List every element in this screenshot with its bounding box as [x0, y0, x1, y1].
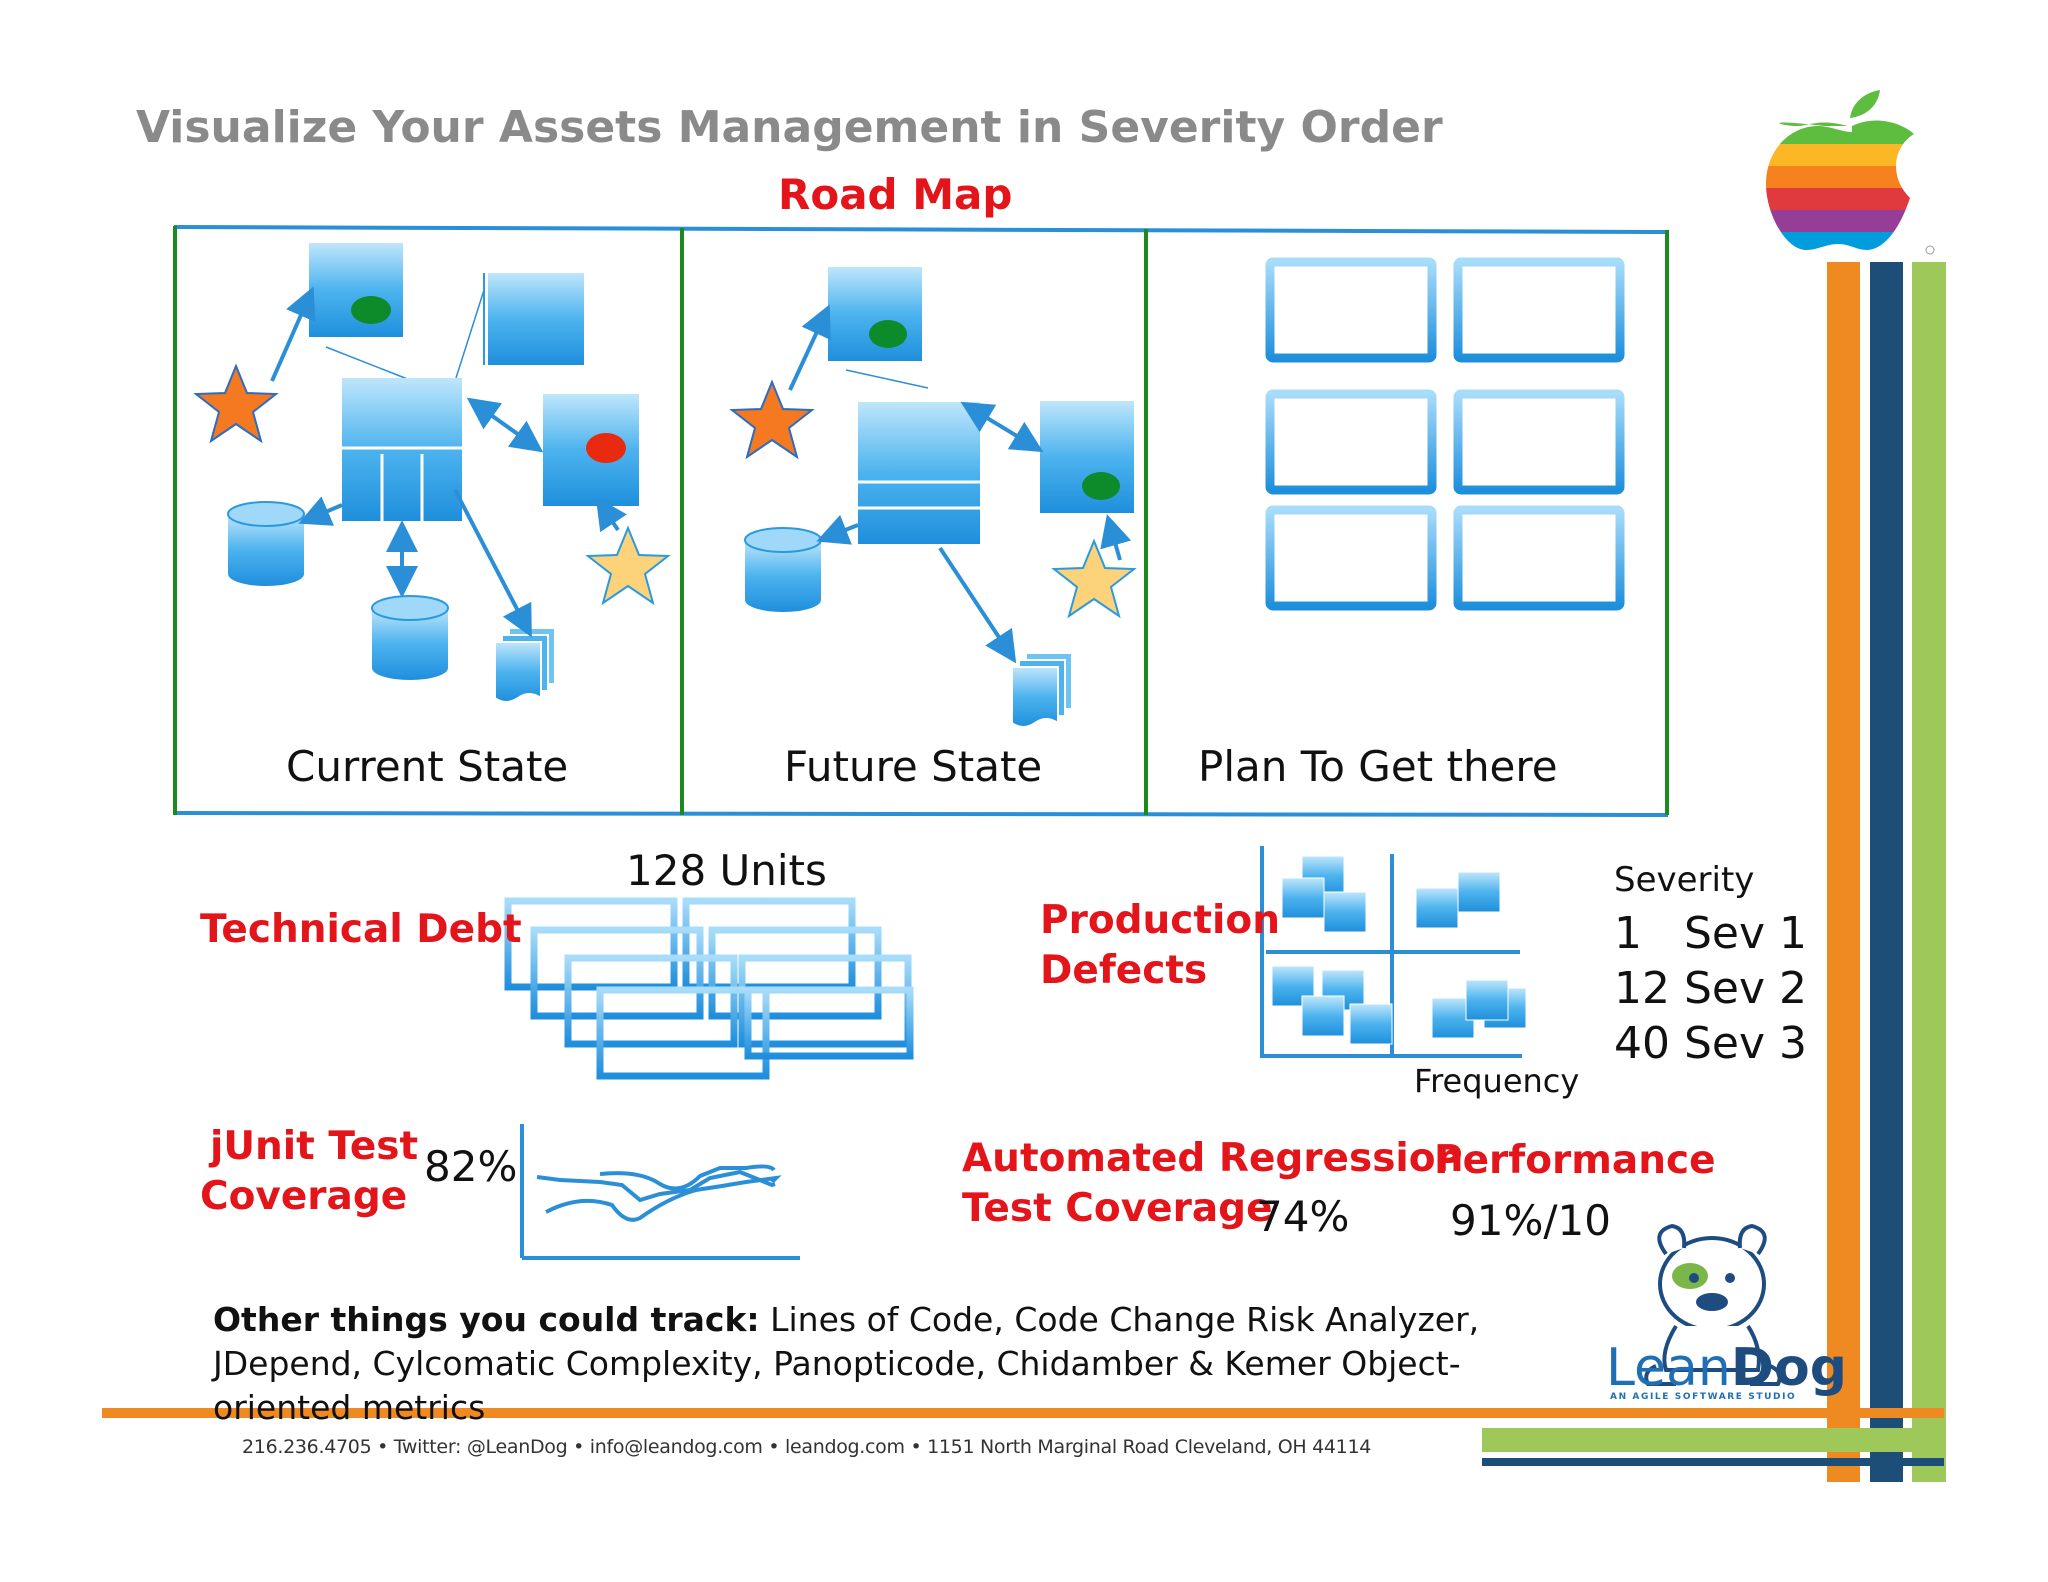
regression-value: 74%: [1256, 1192, 1350, 1241]
severity-row-1: 1 Sev 1: [1614, 908, 1807, 959]
page-title: Visualize Your Assets Management in Seve…: [136, 102, 1443, 153]
apple-logo: [1766, 90, 1935, 255]
severity-row-3: 40 Sev 3: [1614, 1018, 1807, 1069]
roadmap-frame: [173, 225, 1669, 817]
technical-debt-stack: [504, 897, 914, 1080]
other-tracking-lead: Other things you could track:: [213, 1300, 760, 1339]
decorative-stripes: [102, 262, 1946, 1482]
other-tracking-note: Other things you could track: Lines of C…: [213, 1298, 1593, 1430]
production-defects-label: Production Defects: [1040, 896, 1280, 996]
future-state-label: Future State: [784, 742, 1043, 791]
contact-line: 216.236.4705 • Twitter: @LeanDog • info@…: [242, 1436, 1372, 1458]
technical-debt-value: 128 Units: [626, 846, 827, 895]
production-defects-label-line1: Production: [1040, 898, 1280, 943]
performance-value: 91%/10: [1450, 1196, 1611, 1245]
future-state-diagram: [731, 267, 1135, 728]
performance-label: Performance: [1434, 1138, 1716, 1183]
junit-label: jUnit Test Coverage: [200, 1122, 418, 1222]
leandog-wordmark-lean: Lean: [1606, 1338, 1731, 1398]
leandog-tagline: AN AGILE SOFTWARE STUDIO: [1610, 1392, 1797, 1402]
leandog-wordmark-dog: Dog: [1730, 1338, 1847, 1398]
leandog-wordmark: LeanDog: [1606, 1340, 1847, 1396]
plan-frames: [1270, 262, 1620, 606]
junit-value: 82%: [424, 1142, 518, 1191]
regression-label-line2: Test Coverage: [962, 1186, 1273, 1231]
frequency-axis-label: Frequency: [1414, 1062, 1580, 1100]
junit-label-line1: jUnit Test: [210, 1124, 419, 1169]
leandog-mascot: [1644, 1223, 1782, 1386]
junit-label-line2: Coverage: [200, 1174, 408, 1219]
roadmap-heading: Road Map: [778, 170, 1013, 219]
current-state-label: Current State: [286, 742, 569, 791]
defects-matrix: [1260, 846, 1527, 1058]
current-state-diagram: [195, 243, 669, 703]
plan-label: Plan To Get there: [1198, 742, 1558, 791]
production-defects-label-line2: Defects: [1040, 948, 1208, 993]
coverage-trend-chart: [520, 1124, 800, 1260]
severity-row-2: 12 Sev 2: [1614, 963, 1807, 1014]
technical-debt-label: Technical Debt: [200, 907, 522, 952]
severity-list: 1 Sev 1 12 Sev 2 40 Sev 3: [1614, 906, 1807, 1071]
regression-label-line1: Automated Regression: [962, 1136, 1464, 1181]
severity-title: Severity: [1614, 860, 1755, 900]
regression-label: Automated Regression Test Coverage: [962, 1134, 1463, 1234]
other-tracking-text: Lines of Code, Code Change Risk Analyzer…: [213, 1300, 1480, 1427]
